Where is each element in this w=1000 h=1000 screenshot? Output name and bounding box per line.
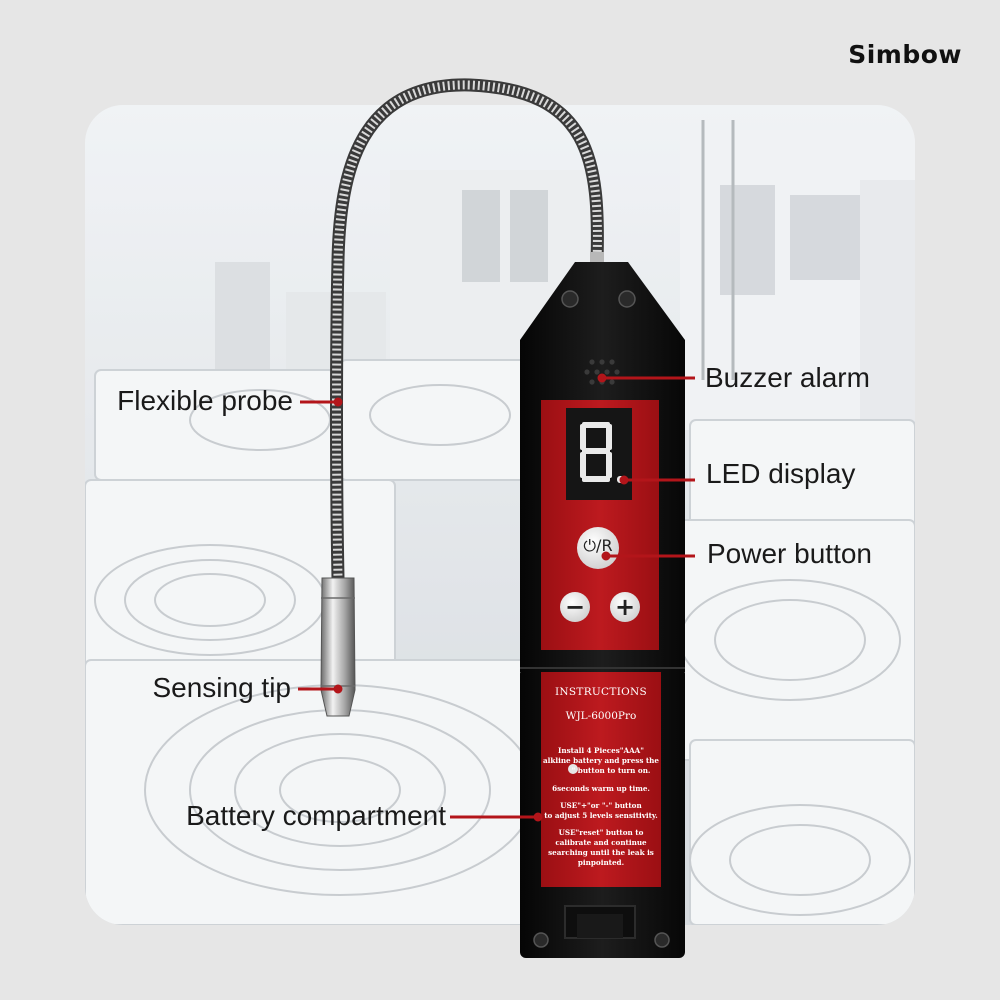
label-flexible-probe: Flexible probe — [117, 385, 293, 416]
instruction-step: alkline battery and press the — [542, 756, 659, 765]
model-name: WJL-6000Pro — [565, 710, 637, 722]
label-power-button: Power button — [707, 538, 872, 569]
instructions-title: INSTRUCTIONS — [554, 686, 648, 698]
instruction-step: " button to turn on. — [571, 766, 651, 775]
instruction-step: Install 4 Pieces"AAA" — [557, 746, 644, 755]
instruction-step: pinpointed. — [577, 858, 625, 867]
instruction-step: USE"+"or "-" button — [560, 801, 642, 810]
label-led-display: LED display — [706, 458, 856, 489]
brand-logo: Simbow — [848, 40, 962, 69]
instruction-step: 6seconds warm up time. — [552, 784, 650, 793]
plus-button[interactable]: + — [614, 593, 636, 621]
instruction-step: calibrate and continue — [555, 838, 647, 847]
instruction-step: to adjust 5 levels sensitivity. — [544, 811, 658, 820]
label-buzzer-alarm: Buzzer alarm — [705, 362, 870, 393]
instruction-step: searching until the leak is — [548, 848, 654, 857]
label-sensing-tip: Sensing tip — [152, 672, 291, 703]
instruction-step: USE"reset" button to — [558, 828, 644, 837]
label-battery-compartment: Battery compartment — [186, 800, 446, 831]
minus-button[interactable]: − — [564, 593, 586, 621]
power-button[interactable]: ⏻/R — [583, 536, 613, 555]
